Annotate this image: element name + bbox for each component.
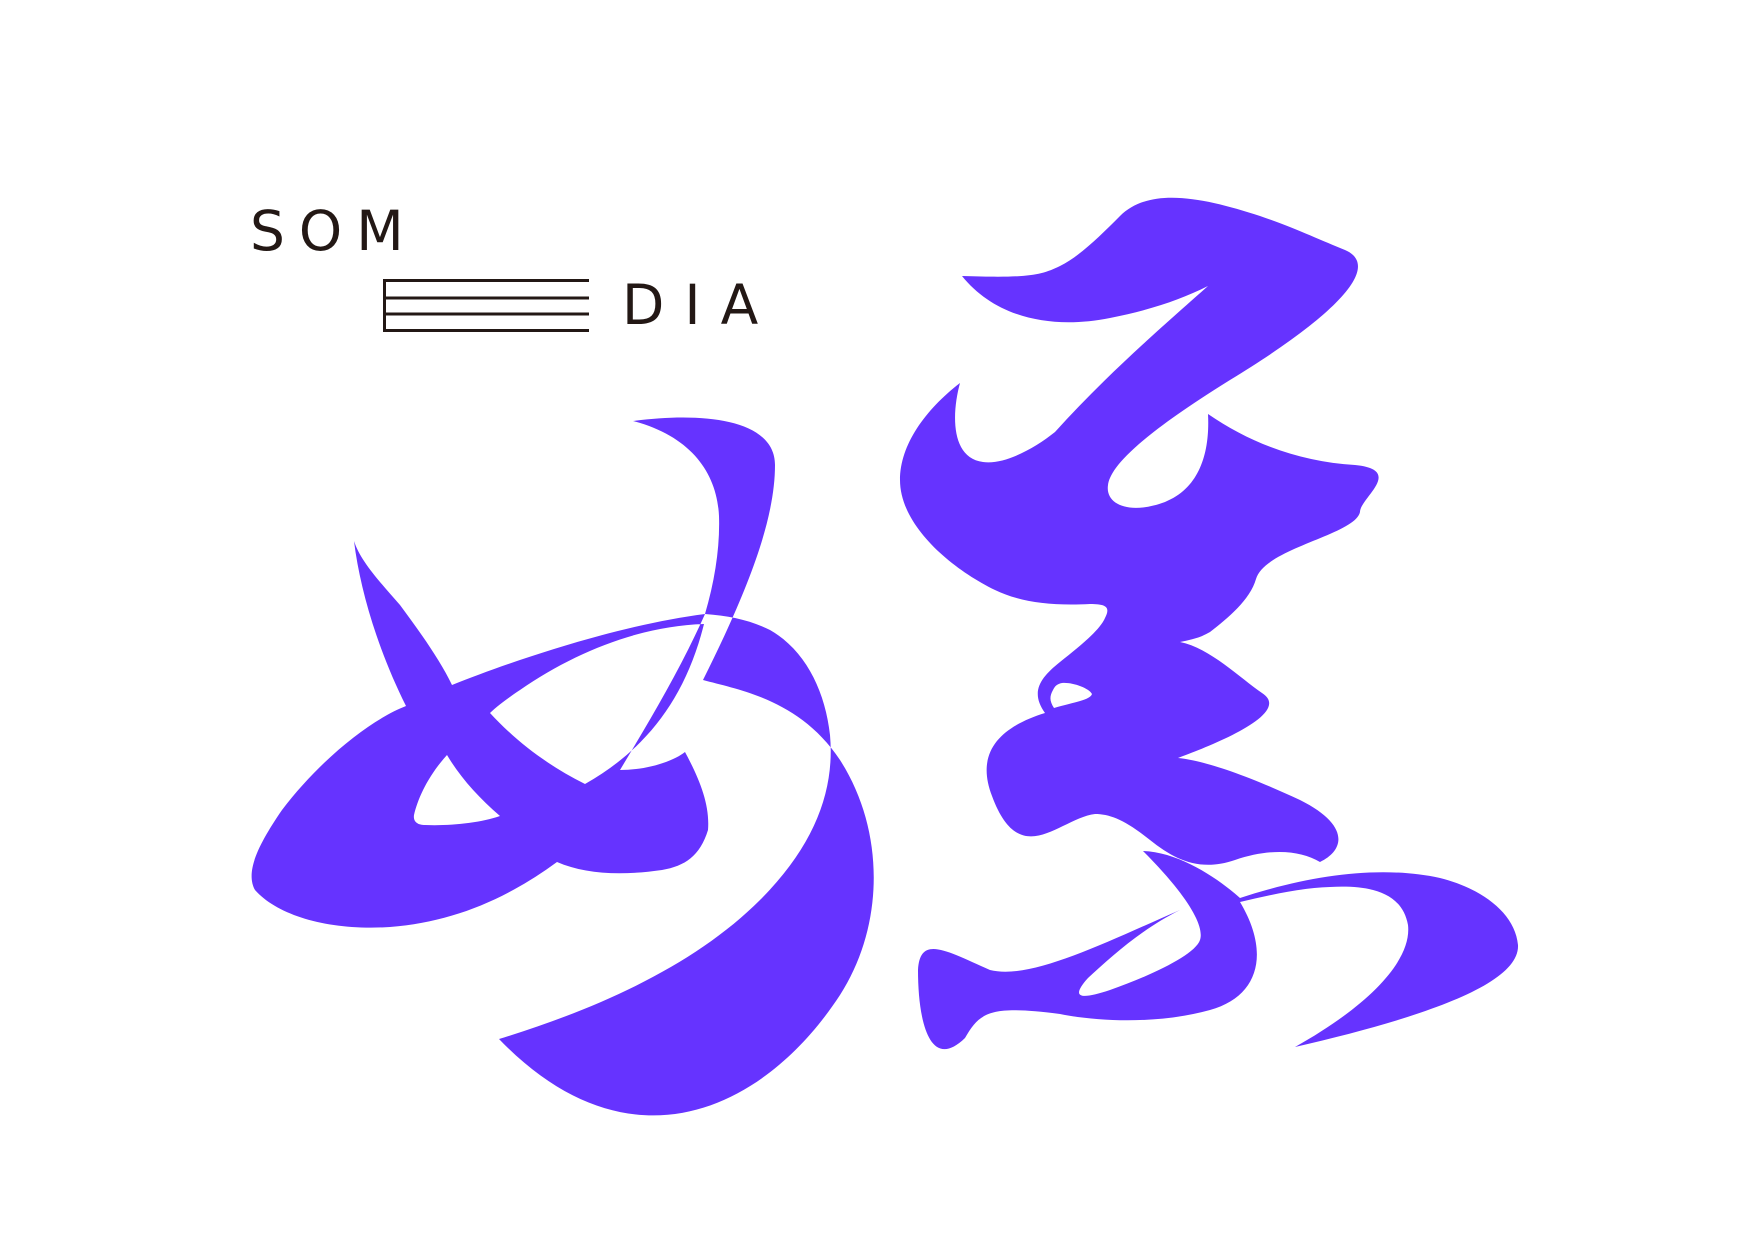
letter-e-bars — [383, 279, 603, 333]
wordmark-som: SOM — [250, 199, 418, 263]
calligraphy-glyph-2 — [900, 197, 1379, 865]
calligraphy-glyph-1 — [251, 417, 874, 1116]
wordmark-dia: DIA — [622, 273, 779, 337]
calligraphy-glyph-3 — [918, 851, 1519, 1050]
